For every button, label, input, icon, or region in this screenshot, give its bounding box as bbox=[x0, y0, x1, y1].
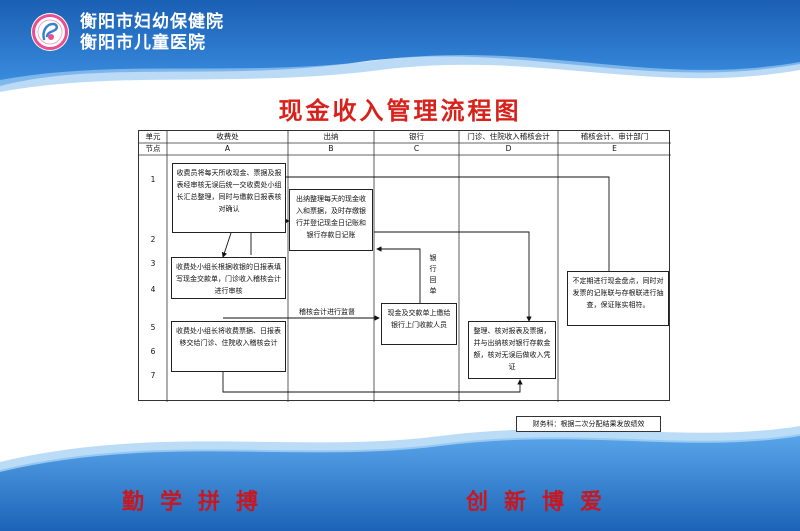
row-label-node: 节点 bbox=[145, 144, 161, 153]
node-number: 1 bbox=[150, 175, 156, 184]
page-title: 现金收入管理流程图 bbox=[278, 96, 522, 125]
col-node-c: C bbox=[413, 144, 420, 153]
node-number: 4 bbox=[150, 285, 156, 294]
col-node-e: E bbox=[612, 144, 617, 153]
row-label-unit: 单元 bbox=[145, 132, 161, 141]
col-node-d: D bbox=[505, 144, 512, 153]
arrow-e1-to-a1 bbox=[244, 174, 610, 271]
col-unit-b: 出纳 bbox=[323, 132, 339, 141]
slogan-right: 创新博爱 bbox=[466, 489, 619, 515]
node-number: 3 bbox=[150, 259, 156, 268]
label-bank-receipt: 银行回单 bbox=[429, 254, 437, 295]
node-number: 6 bbox=[150, 347, 156, 356]
label-audit-flow: 稽核会计进行监督 bbox=[299, 308, 355, 316]
col-unit-e: 稽核会计、审计部门 bbox=[580, 132, 649, 141]
arrow-a1-to-a2 bbox=[221, 232, 232, 258]
hospital-name-line1: 衡阳市妇幼保健院 bbox=[80, 12, 224, 32]
node-number: 5 bbox=[150, 323, 156, 332]
box-a1: 收费员将每天所收现金、票据及报表经审核无误后统一交收费处小组长汇总整理，同时与缴… bbox=[172, 163, 286, 233]
col-node-b: B bbox=[328, 144, 334, 153]
box-d1: 整理、核对报表及票据，并与出纳核对银行存款金额，核对无误后做收入凭证 bbox=[468, 321, 556, 379]
arrow-b1-to-d1 bbox=[374, 231, 532, 322]
arrow-a3-to-d1 bbox=[222, 372, 523, 393]
arrow-c1-to-b1 bbox=[376, 246, 421, 303]
col-node-a: A bbox=[224, 144, 231, 153]
box-b1: 出纳整理每天的现金收入和票据，及时存缴银行并登记现金日记账和银行存款日记账 bbox=[289, 189, 373, 251]
slogan-left: 勤学拼搏 bbox=[122, 489, 275, 515]
col-unit-d: 门诊、住院收入稽核会计 bbox=[467, 132, 550, 141]
box-c1: 现金及交款单上缴给银行上门收款人员 bbox=[381, 303, 457, 345]
flow-table: 单元 节点 收费处 出纳 银行 门诊、住院收入稽核会计 稽核会计、审计部门 A … bbox=[138, 130, 671, 402]
box-a2: 收费处小组长根据收银的日报表填写现金交款单，门诊收入稽核会计进行审核 bbox=[171, 257, 286, 299]
col-unit-a: 收费处 bbox=[216, 132, 239, 141]
finance-note: 财务科：根据二次分配结果发放绩效 bbox=[516, 416, 661, 432]
box-e1: 不定期进行现金盘点，同时对发票的记账联与存根联进行抽查，保证账实相符。 bbox=[567, 271, 669, 326]
col-unit-c: 银行 bbox=[409, 132, 424, 141]
hospital-logo-icon bbox=[31, 13, 69, 51]
box-a3: 收费处小组长将收费票据、日报表移交给门诊、住院收入稽核会计 bbox=[171, 321, 286, 372]
node-number: 7 bbox=[150, 371, 156, 380]
node-number: 2 bbox=[150, 235, 156, 244]
hospital-name-line2: 衡阳市儿童医院 bbox=[80, 33, 206, 53]
